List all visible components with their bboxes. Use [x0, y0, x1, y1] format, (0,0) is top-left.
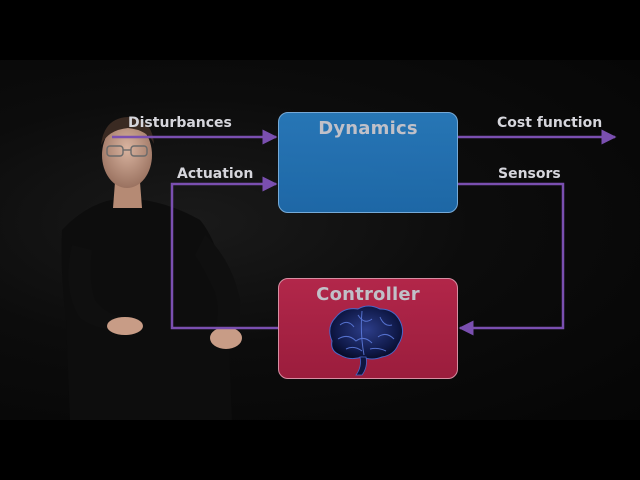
sensors-arrow: [458, 182, 565, 336]
dynamics-block: Dynamics: [278, 112, 458, 213]
actuation-arrow: [170, 176, 278, 330]
controller-block: Controller: [278, 278, 458, 379]
controller-title: Controller: [316, 284, 420, 305]
sensors-label: Sensors: [498, 166, 561, 182]
dynamics-title: Dynamics: [318, 118, 418, 139]
actuation-label: Actuation: [177, 166, 254, 182]
presenter-figure: [61, 117, 242, 420]
brain-icon: [329, 305, 404, 376]
disturbances-label: Disturbances: [128, 115, 232, 131]
feedback-diagram-arrows: [112, 129, 617, 336]
cost-function-label: Cost function: [497, 115, 603, 131]
lecture-video: Dynamics Controller Disturbances Cost fu…: [0, 60, 640, 420]
